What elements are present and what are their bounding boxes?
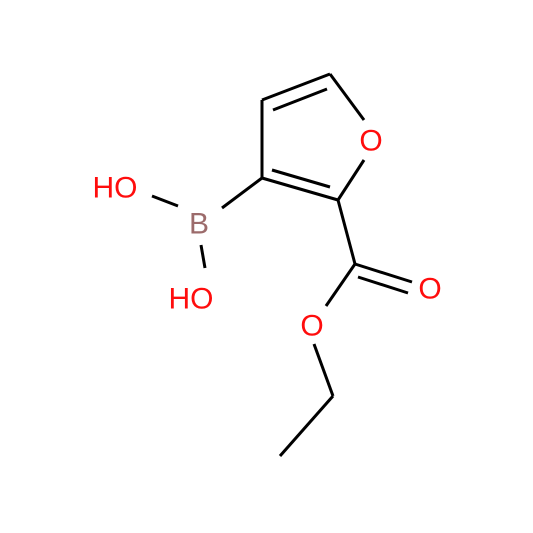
bond-c3-b	[221, 176, 263, 210]
furan-ring	[260, 72, 366, 202]
atom-ring-oxygen: O	[359, 125, 382, 158]
bond-carbonyl-double-inner	[357, 275, 409, 295]
bond-carbonyl-c-ester-o	[324, 263, 357, 307]
bond-ch2-ch3	[278, 395, 335, 457]
atom-hydroxyl-upper: HO	[93, 172, 138, 205]
bond-c5-o1	[328, 73, 366, 121]
bond-ester-o-ch2	[312, 343, 335, 397]
atom-ester-oxygen: O	[300, 310, 323, 343]
bond-b-oh-lower	[199, 244, 207, 269]
bond-c4-c5-inner	[272, 87, 328, 112]
bond-o1-c2	[336, 159, 366, 201]
bond-c2-c3	[261, 176, 339, 202]
ester-group	[278, 199, 413, 457]
bond-carbonyl-double-outer	[354, 262, 413, 284]
boronic-acid-group	[151, 176, 263, 269]
bond-b-oh-upper	[151, 194, 179, 208]
bond-c2-carbonyl-c	[336, 199, 357, 265]
bond-c2-c3-inner	[271, 168, 331, 189]
bond-c4-c5	[261, 72, 331, 102]
atom-hydroxyl-lower: HO	[169, 283, 214, 316]
atom-boron: B	[189, 208, 209, 241]
atom-carbonyl-oxygen: O	[418, 273, 441, 306]
